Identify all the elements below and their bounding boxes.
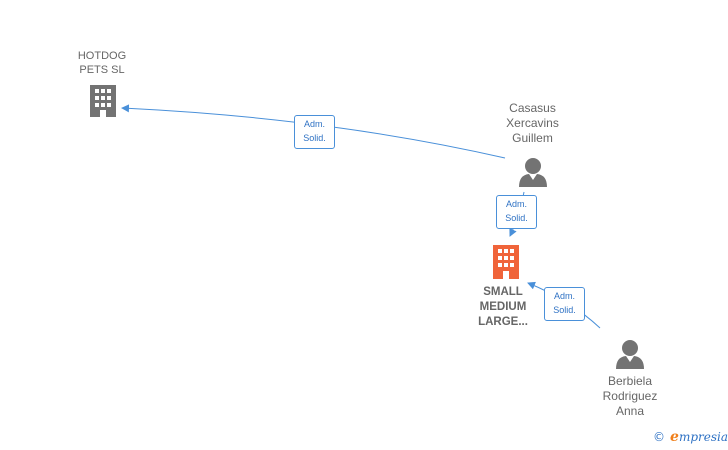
person-icon[interactable]: [517, 156, 549, 188]
node-label-casasus[interactable]: Casasus Xercavins Guillem: [506, 101, 559, 145]
edge-label-berbiela-small[interactable]: Adm. Solid.: [544, 287, 585, 321]
node-label-berbiela[interactable]: Berbiela Rodriguez Anna: [602, 374, 658, 418]
copyright-symbol: ©: [653, 430, 666, 444]
edge-label-casasus-small[interactable]: Adm. Solid.: [496, 195, 537, 229]
brand-watermark: © empresia: [653, 429, 728, 445]
person-icon[interactable]: [614, 338, 646, 370]
brand-name: mpresia: [678, 430, 728, 444]
brand-initial: e: [670, 429, 679, 445]
edge-label-casasus-hotdog[interactable]: Adm. Solid.: [294, 115, 335, 149]
building-icon[interactable]: [86, 84, 120, 118]
node-label-small[interactable]: SMALL MEDIUM LARGE...: [478, 286, 528, 328]
building-icon-focus[interactable]: [489, 244, 523, 280]
node-label-hotdog[interactable]: HOTDOG PETS SL: [77, 50, 127, 76]
